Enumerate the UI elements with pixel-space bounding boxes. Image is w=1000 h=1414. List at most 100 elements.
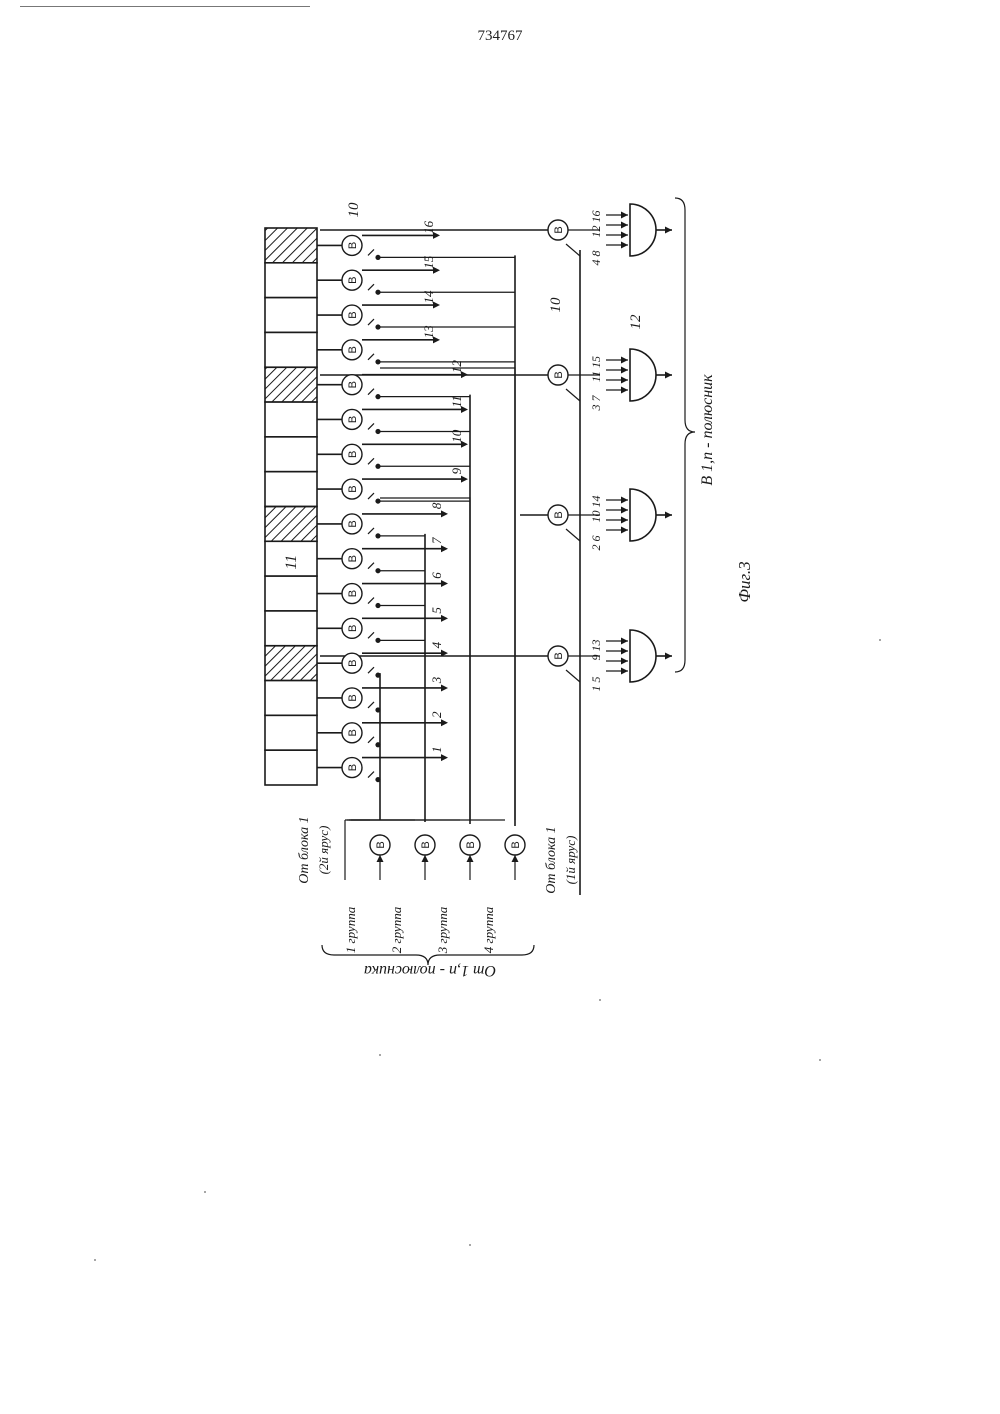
output-number-13: 13 xyxy=(421,325,436,339)
control-tick-11 xyxy=(368,423,374,429)
gate-output-arrow xyxy=(665,512,672,519)
output-number-3: 3 xyxy=(429,676,444,684)
gate-right-label-1: 9 13 xyxy=(589,640,603,661)
label-10-top: 10 xyxy=(346,202,362,218)
group-element-1: В xyxy=(370,835,390,855)
figure-label: Фиг.3 xyxy=(735,561,754,602)
output-arrow-3 xyxy=(441,684,448,691)
element-11-letter: В xyxy=(347,416,359,423)
register-cell-hatched xyxy=(265,646,317,681)
register-cell xyxy=(265,472,317,507)
control-tick-10 xyxy=(368,458,374,464)
control-tick-1 xyxy=(368,772,374,778)
element-5-letter: В xyxy=(347,625,359,632)
control-tick-9 xyxy=(368,493,374,499)
output-number-4: 4 xyxy=(429,641,444,648)
left-brace-label: От 1,n - полюсника xyxy=(364,962,496,979)
elements: ВВВВВВВВВВВВВВВВВВВВВВВВ xyxy=(342,220,568,855)
gate-element-1: В xyxy=(548,646,568,666)
element-16-letter: В xyxy=(347,242,359,249)
gate-body xyxy=(630,630,656,682)
gate-input-arrow xyxy=(621,658,628,665)
gate-element-4-letter: В xyxy=(553,226,565,233)
gate-tick-2 xyxy=(566,529,580,541)
output-number-6: 6 xyxy=(429,572,444,579)
tier1-source-line2: (1й ярус) xyxy=(563,836,578,885)
scan-speck-3 xyxy=(94,1259,96,1261)
group-element-4-letter: В xyxy=(510,841,522,848)
element-2-letter: В xyxy=(347,729,359,736)
element-1: В xyxy=(342,758,362,778)
output-arrow-2 xyxy=(441,719,448,726)
element-3: В xyxy=(342,688,362,708)
scan-speck-6 xyxy=(879,639,881,641)
register-cell xyxy=(265,263,317,298)
element-3-letter: В xyxy=(347,694,359,701)
scan-speck-4 xyxy=(819,1059,821,1061)
group-label-1: 1 группа xyxy=(343,906,358,953)
control-tick-6 xyxy=(368,598,374,604)
group-label-3: 3 группа xyxy=(435,906,450,954)
output-number-2: 2 xyxy=(429,711,444,718)
element-1-letter: В xyxy=(347,764,359,771)
register-cell xyxy=(265,332,317,367)
group-label-4: 4 группа xyxy=(481,906,496,953)
gate-input-arrow xyxy=(621,357,628,364)
gate-element-4: В xyxy=(548,220,568,240)
gate-input-arrow xyxy=(621,367,628,374)
control-tick-15 xyxy=(368,284,374,290)
gate-tick-3 xyxy=(566,389,580,401)
register-cell-hatched xyxy=(265,367,317,402)
element-12: В xyxy=(342,375,362,395)
gate-right-label-2: 10 14 xyxy=(589,496,603,523)
tier2-source-line2: (2й ярус) xyxy=(316,826,331,875)
register-cell xyxy=(265,611,317,646)
output-number-7: 7 xyxy=(429,537,444,544)
tier2-source-line1: От блока 1 xyxy=(297,816,312,883)
gate-body xyxy=(630,489,656,541)
element-14: В xyxy=(342,305,362,325)
gate-element-1-letter: В xyxy=(553,652,565,659)
gate-input-arrow xyxy=(621,377,628,384)
output-gate-2 xyxy=(606,489,672,541)
gate-input-arrow xyxy=(621,517,628,524)
register-cell xyxy=(265,681,317,716)
register-block xyxy=(265,228,317,785)
output-number-14: 14 xyxy=(421,290,436,304)
element-13-letter: В xyxy=(347,346,359,353)
element-12-letter: В xyxy=(347,381,359,388)
element-2: В xyxy=(342,723,362,743)
control-tick-7 xyxy=(368,563,374,569)
output-number-10: 10 xyxy=(449,429,464,443)
element-15: В xyxy=(342,270,362,290)
output-gate-3 xyxy=(606,349,672,401)
tier1-source-line1: От блока 1 xyxy=(544,826,559,893)
element-15-letter: В xyxy=(347,277,359,284)
element-6: В xyxy=(342,584,362,604)
element-10: В xyxy=(342,444,362,464)
gate-left-label-2: 2 6 xyxy=(589,536,603,551)
group-label-2: 2 группа xyxy=(389,906,404,953)
control-tick-4 xyxy=(368,667,374,673)
output-arrow-6 xyxy=(441,580,448,587)
gate-left-label-3: 3 7 xyxy=(589,395,603,412)
gate-right-label-3: 11 15 xyxy=(589,356,603,382)
output-number-5: 5 xyxy=(429,607,444,614)
element-16: В xyxy=(342,235,362,255)
control-tick-13 xyxy=(368,354,374,360)
register-cell xyxy=(265,298,317,333)
label-12: 12 xyxy=(628,314,644,330)
register-cell xyxy=(265,437,317,472)
gate-body xyxy=(630,204,656,256)
scan-speck-0 xyxy=(469,1244,471,1246)
element-14-letter: В xyxy=(347,311,359,318)
output-number-15: 15 xyxy=(421,255,436,269)
labels: 11123456789101112131415161 группа2 групп… xyxy=(94,198,881,1261)
register-cell xyxy=(265,402,317,437)
element-13: В xyxy=(342,340,362,360)
element-7: В xyxy=(342,549,362,569)
register-cell-hatched xyxy=(265,507,317,542)
gate-input-arrow xyxy=(621,648,628,655)
register-cell xyxy=(265,576,317,611)
